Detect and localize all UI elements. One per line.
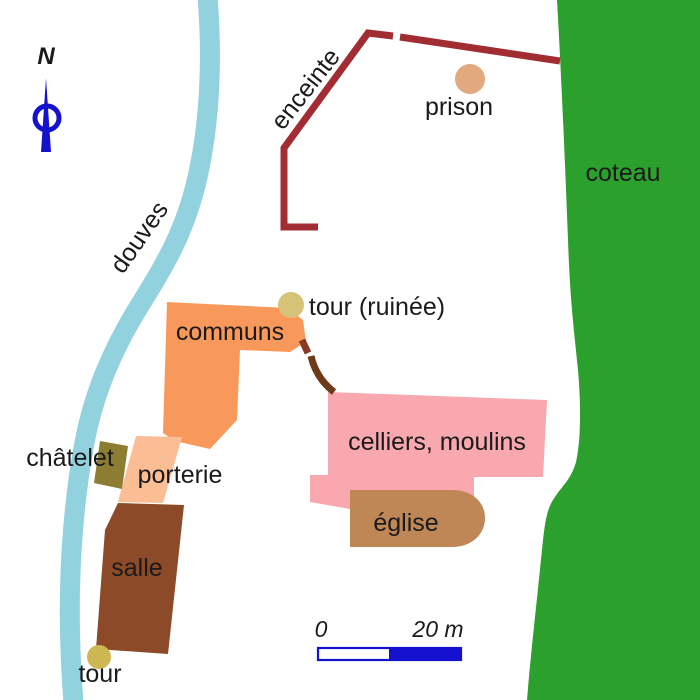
communs-building xyxy=(163,302,306,449)
celliers-moulins-building xyxy=(310,392,547,509)
coteau-area xyxy=(527,0,700,700)
ruined-wall-arc xyxy=(307,355,337,395)
label-communs: communs xyxy=(176,318,284,346)
ruined-wall-dash xyxy=(298,338,312,355)
enceinte-wall-north xyxy=(399,33,561,65)
compass-ring-icon xyxy=(32,103,62,133)
chatelet-building xyxy=(94,441,128,489)
tour-ruinee-circle xyxy=(278,292,304,318)
label-celliers-moulins: celliers, moulins xyxy=(348,428,526,456)
north-arrow: N xyxy=(32,43,62,152)
scalebar-distance-label: 20 m xyxy=(411,616,463,642)
scale-bar: 0 20 m xyxy=(315,616,464,662)
label-chatelet: châtelet xyxy=(26,444,114,472)
porterie-building xyxy=(118,436,182,503)
label-prison: prison xyxy=(425,93,493,121)
salle-building xyxy=(96,503,184,654)
scalebar-outline xyxy=(316,646,463,662)
compass-north-label: N xyxy=(37,43,55,70)
compass-needle-icon xyxy=(41,78,51,152)
scalebar-fill xyxy=(389,648,461,660)
label-salle: salle xyxy=(111,554,162,582)
prison-tower xyxy=(455,64,485,94)
douves-moat xyxy=(59,0,220,700)
enceinte-wall-west xyxy=(280,29,394,231)
label-tour: tour xyxy=(78,660,121,688)
label-eglise: église xyxy=(373,509,438,537)
eglise-building xyxy=(350,490,485,547)
tour-circle xyxy=(87,645,111,669)
label-coteau: coteau xyxy=(585,159,660,187)
scalebar-zero-label: 0 xyxy=(315,616,328,642)
label-porterie: porterie xyxy=(138,461,223,489)
label-tour-ruinee: tour (ruinée) xyxy=(309,293,445,321)
